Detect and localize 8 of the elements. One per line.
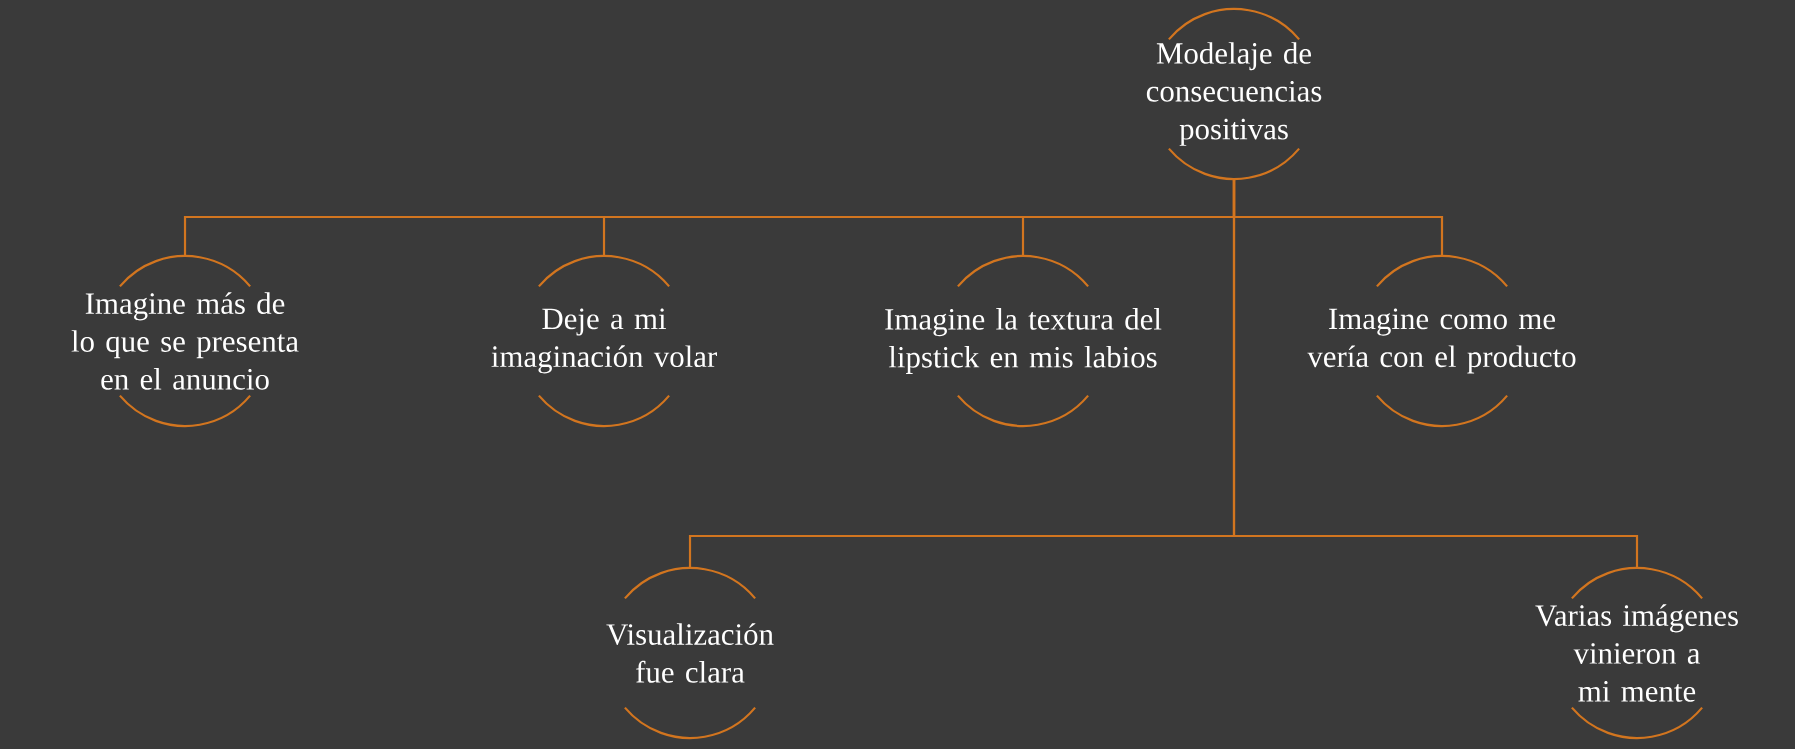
arc-node: Deje a mi imaginación volar [491,254,717,428]
arc-node: Imagine como me vería con el producto [1307,254,1576,428]
arc-node: Varias imágenes vinieron a mi mente [1535,566,1738,740]
arc-node: Imagine más de lo que se presenta en el anuncio [71,254,299,428]
arc-node: Visualización fue clara [606,566,774,740]
connector-line [1232,179,1639,568]
arc-node: Modelaje de consecuencias positivas [1146,7,1322,181]
arc-node: Imagine la textura del lipstick en mis labios [885,254,1162,428]
